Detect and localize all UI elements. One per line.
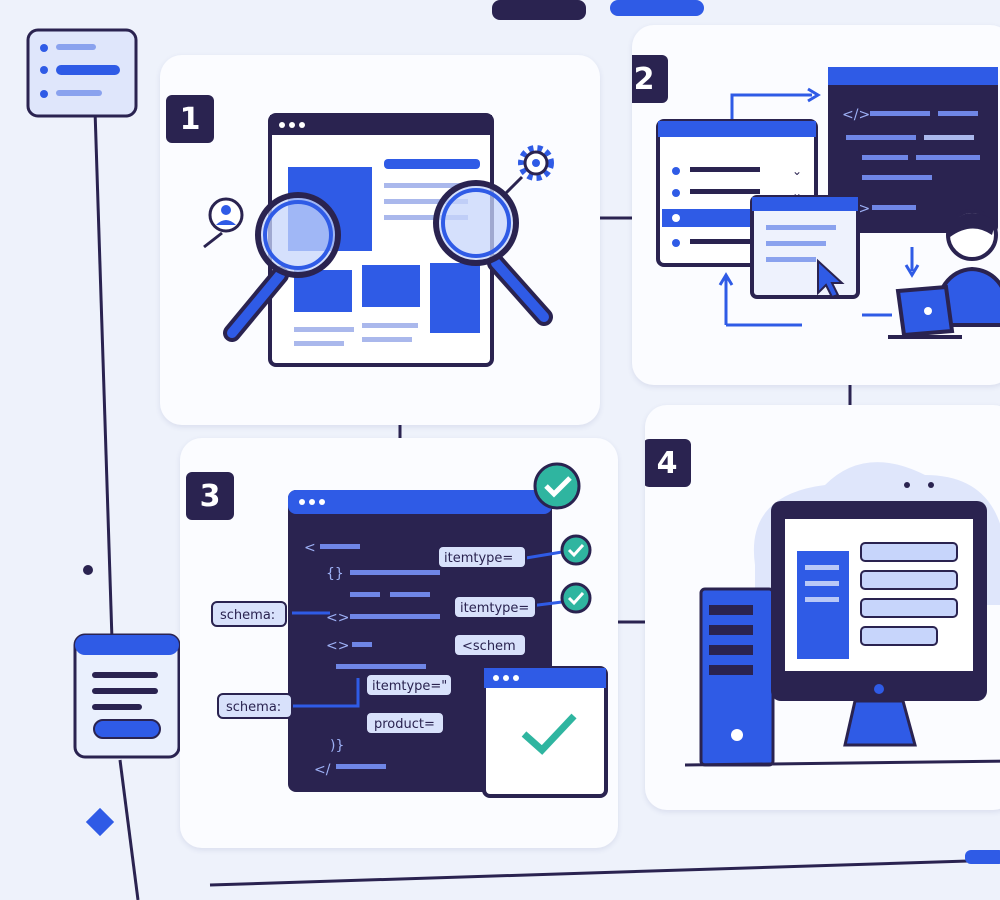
tag-schema-left-1: schema: xyxy=(220,608,275,623)
list-widget xyxy=(26,28,138,118)
svg-text:</>: </> xyxy=(842,107,870,123)
step-2-illustration: </> </> ⌄ ⌄ xyxy=(656,67,1000,339)
step-number-1: 1 xyxy=(166,95,214,143)
cursor-icon xyxy=(817,258,845,299)
step-panel-4: 4 xyxy=(645,405,1000,810)
diamond-marker xyxy=(85,807,115,837)
svg-text:<>: <> xyxy=(326,638,349,654)
svg-text:)}: )} xyxy=(330,738,344,754)
tag-itemtype-1: itemtype= xyxy=(444,551,513,566)
svg-text:<: < xyxy=(304,540,316,556)
step-1-illustration xyxy=(203,113,554,367)
tag-itemtype-2: itemtype= xyxy=(460,601,529,616)
step-panel-3: < {} <> <> )} </ xyxy=(180,438,618,848)
tag-itemtype-3: itemtype=" xyxy=(372,679,447,694)
step-4-illustration xyxy=(684,462,1000,767)
step-3-illustration: < {} <> <> )} </ xyxy=(211,462,608,798)
form-widget xyxy=(73,633,181,759)
step-panel-2: </> </> ⌄ ⌄ xyxy=(632,25,1000,385)
gear-icon xyxy=(518,145,554,181)
svg-text:⌄: ⌄ xyxy=(792,164,802,178)
check-icon-1 xyxy=(560,534,592,566)
check-icon-2 xyxy=(560,582,592,614)
step-number-3: 3 xyxy=(186,472,234,520)
check-icon-large xyxy=(533,462,581,510)
step-number-4: 4 xyxy=(645,439,691,487)
tag-schema: <schem xyxy=(462,639,516,654)
svg-text:</: </ xyxy=(314,762,331,778)
dot-marker xyxy=(83,565,93,575)
svg-text:⌄: ⌄ xyxy=(792,186,802,200)
tag-product: product= xyxy=(374,717,435,732)
svg-text:{}: {} xyxy=(326,566,344,582)
validation-check-icon xyxy=(521,713,577,755)
tag-schema-left-2: schema: xyxy=(226,700,281,715)
step-number-2: 2 xyxy=(632,55,668,103)
svg-text:<>: <> xyxy=(326,610,349,626)
step-panel-1: 1 xyxy=(160,55,600,425)
